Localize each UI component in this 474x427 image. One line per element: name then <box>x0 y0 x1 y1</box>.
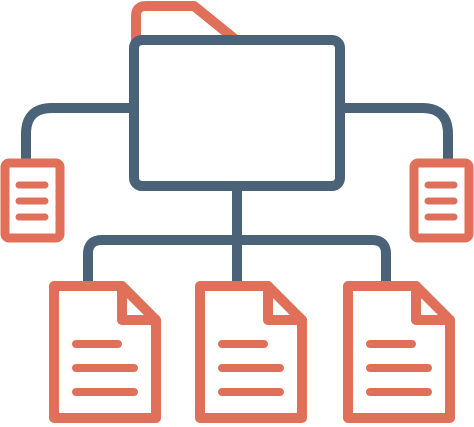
child-document-2 <box>195 281 307 423</box>
child-document-1 <box>49 281 161 423</box>
folder-tab <box>131 1 241 45</box>
side-document-left <box>0 158 65 243</box>
connector-left <box>21 103 139 167</box>
connector-lines <box>21 103 453 289</box>
connector-branch <box>83 235 391 289</box>
connector-right <box>335 103 453 167</box>
folder-icon <box>129 1 345 191</box>
folder-body <box>129 35 345 191</box>
child-document-3 <box>343 281 455 423</box>
side-document-right <box>409 158 474 243</box>
